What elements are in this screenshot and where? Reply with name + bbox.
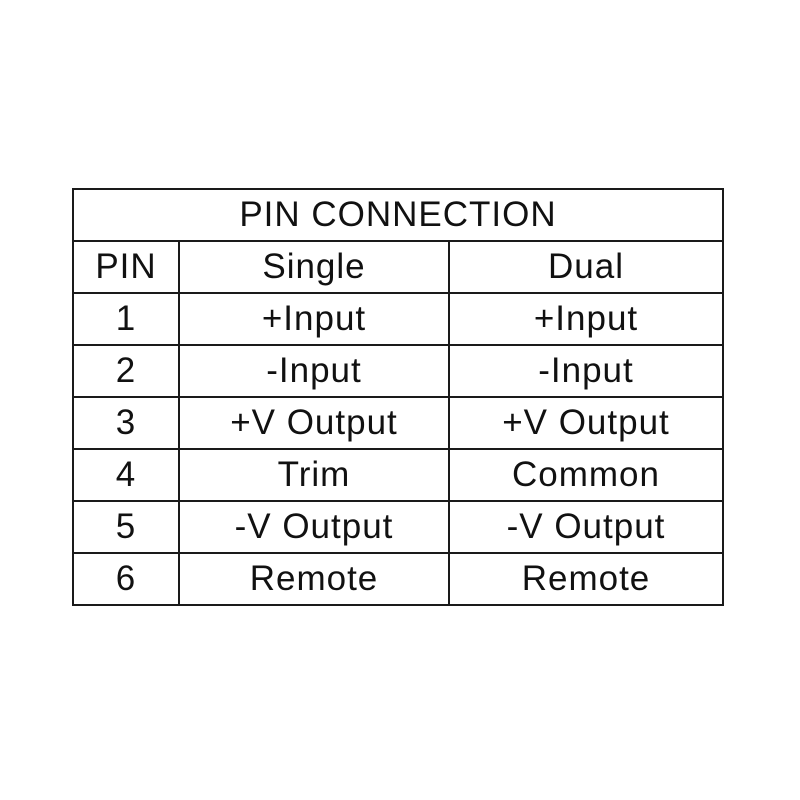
column-header-dual: Dual (448, 240, 724, 294)
column-header-single: Single (178, 240, 450, 294)
table-row: 4 Trim Common (72, 448, 724, 502)
single-mode-cell: +V Output (178, 396, 450, 450)
dual-mode-cell: +V Output (448, 396, 724, 450)
table-title-row: PIN CONNECTION (72, 188, 724, 242)
pin-number-cell: 3 (72, 396, 180, 450)
single-mode-cell: -V Output (178, 500, 450, 554)
single-mode-cell: Remote (178, 552, 450, 606)
dual-mode-cell: Remote (448, 552, 724, 606)
pin-number-cell: 5 (72, 500, 180, 554)
dual-mode-cell: -V Output (448, 500, 724, 554)
single-mode-cell: +Input (178, 292, 450, 346)
single-mode-cell: -Input (178, 344, 450, 398)
pin-number-cell: 6 (72, 552, 180, 606)
table-header-row: PIN Single Dual (72, 240, 724, 294)
table-row: 2 -Input -Input (72, 344, 724, 398)
single-mode-cell: Trim (178, 448, 450, 502)
dual-mode-cell: +Input (448, 292, 724, 346)
pin-number-cell: 1 (72, 292, 180, 346)
table-row: 3 +V Output +V Output (72, 396, 724, 450)
table-row: 1 +Input +Input (72, 292, 724, 346)
pin-connection-table: PIN CONNECTION PIN Single Dual 1 +Input … (72, 188, 724, 606)
pin-number-cell: 2 (72, 344, 180, 398)
pin-number-cell: 4 (72, 448, 180, 502)
table-row: 5 -V Output -V Output (72, 500, 724, 554)
table-row: 6 Remote Remote (72, 552, 724, 606)
column-header-pin: PIN (72, 240, 180, 294)
dual-mode-cell: -Input (448, 344, 724, 398)
dual-mode-cell: Common (448, 448, 724, 502)
table-title: PIN CONNECTION (72, 188, 724, 242)
